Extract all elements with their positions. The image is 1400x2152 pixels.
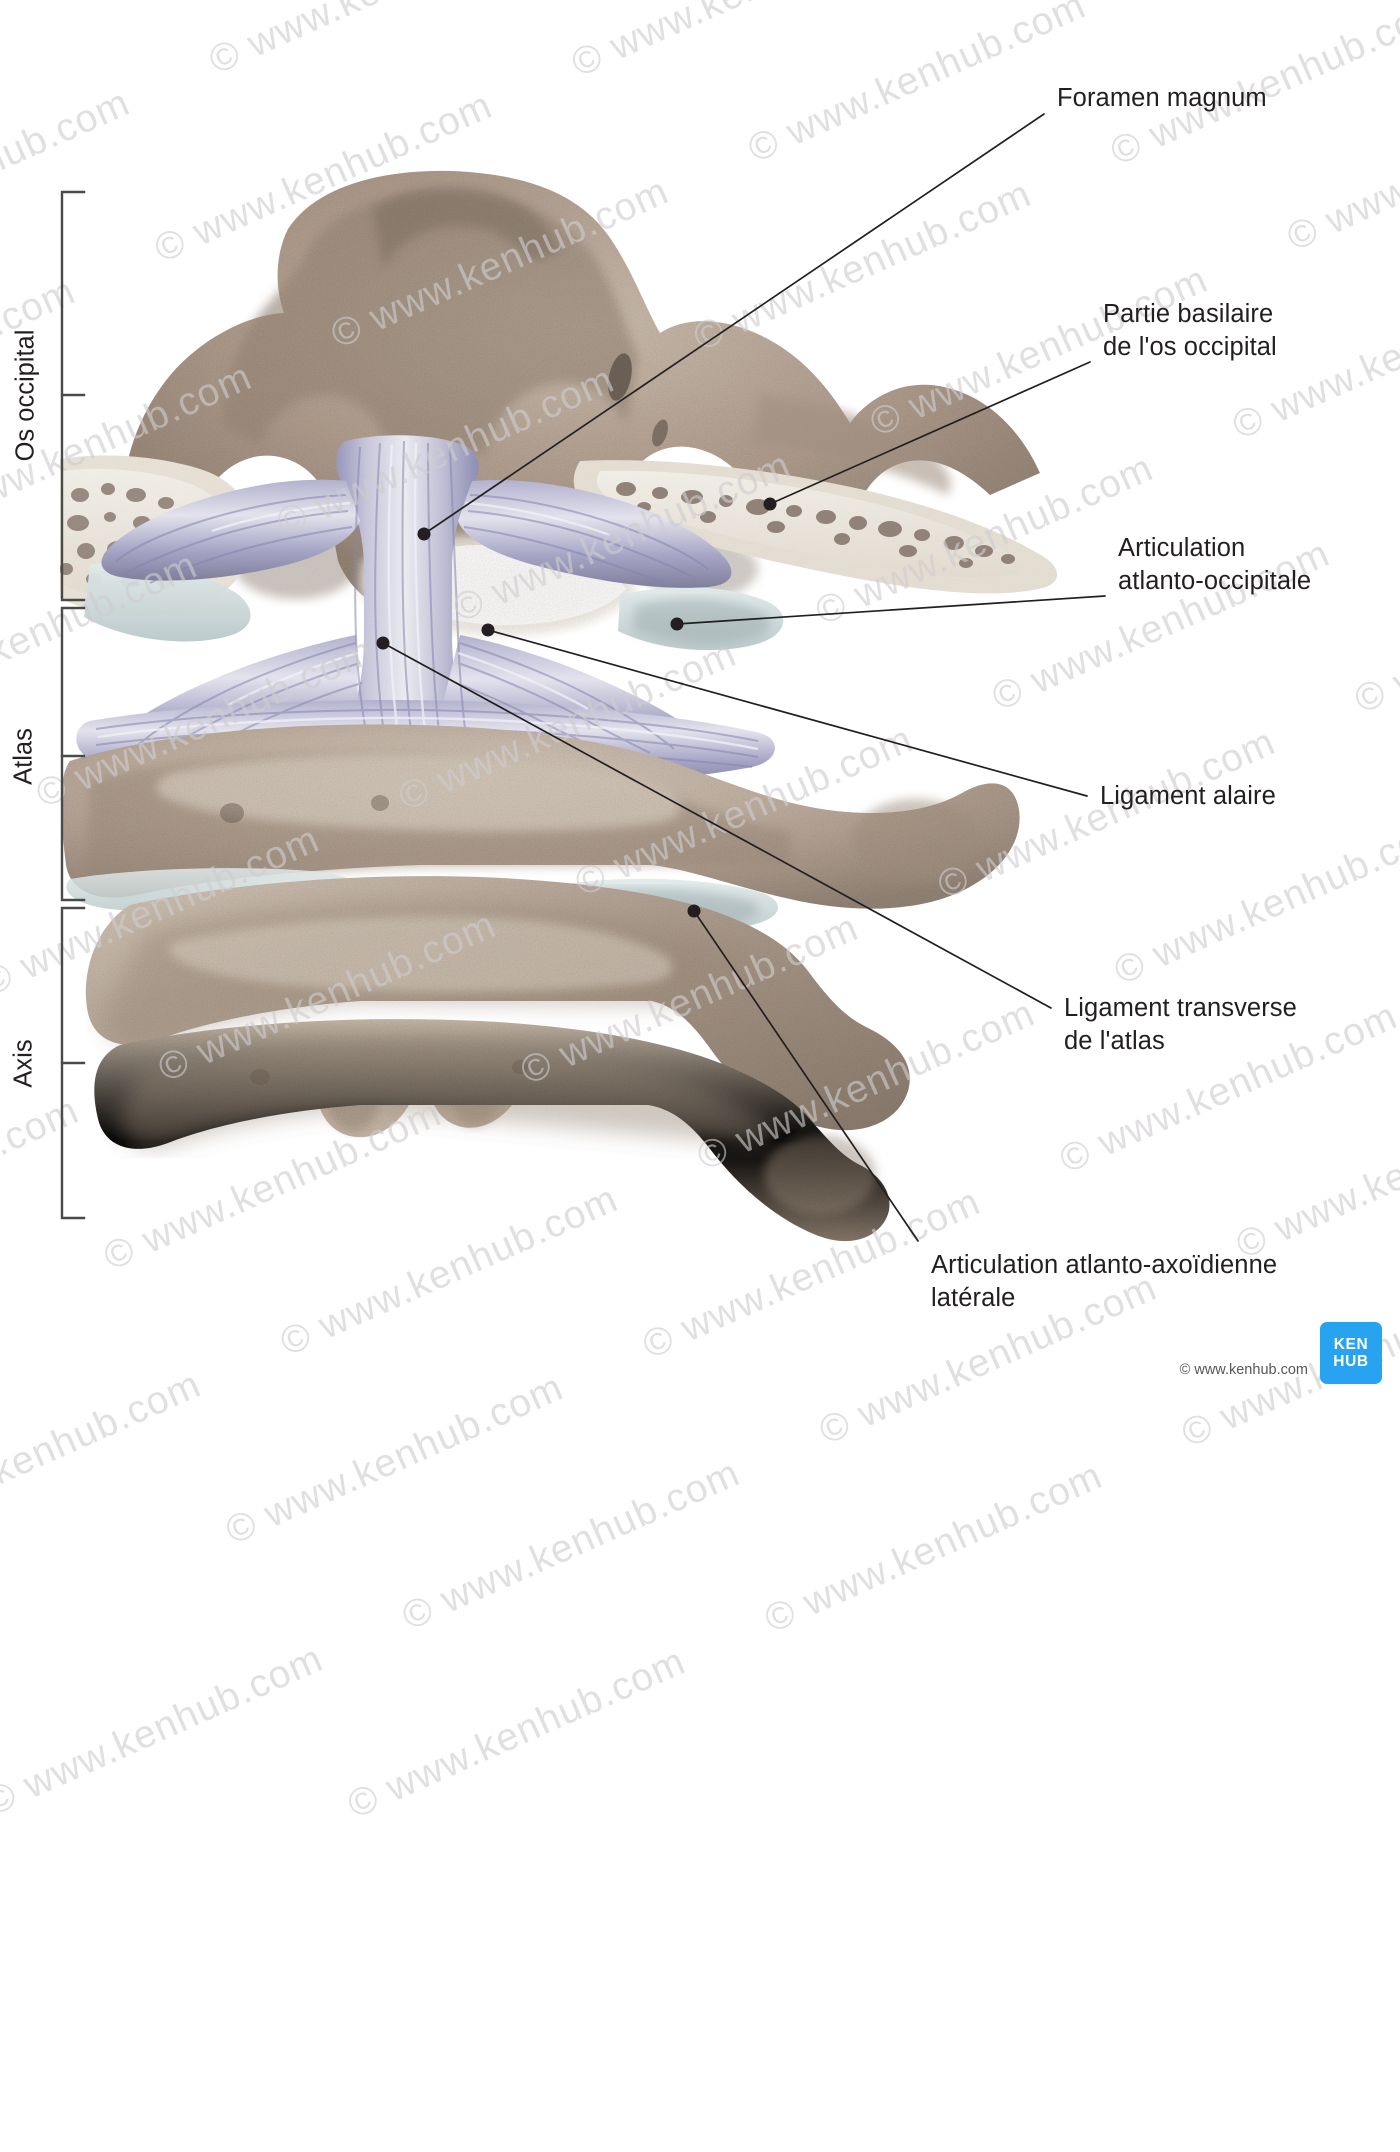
copyright-text: © www.kenhub.com [1179,1362,1308,1378]
label-ligament-transverse-atlas[interactable]: Ligament transverse de l'atlas [1064,994,1297,1055]
leader-ligament-alaire [487,629,1088,797]
leader-lines [60,113,1106,1242]
leader-dot-ligament-alaire [481,623,495,637]
label-ligament-alaire[interactable]: Ligament alaire [1100,782,1276,810]
illustration-canvas: © www.kenhub.com© www.kenhub.com© www.ke… [0,0,1400,1827]
bracket-label-axis[interactable]: Axis [9,1039,38,1088]
leader-dot-partie-basilaire [763,497,777,511]
atlas-vertebra [61,724,1020,909]
label-articulation-atlanto-occipitale[interactable]: Articulation atlanto-occipitale [1118,534,1312,595]
label-layer: Foramen magnum Partie basilaire de l'os … [931,84,1312,1312]
bracket-atlas [60,606,86,902]
right-petrous-temporal [573,395,1058,594]
kenhub-logo[interactable]: KEN HUB [1320,1322,1382,1384]
logo-line-ken: KEN [1333,1336,1369,1353]
leader-dot-articulation-atlanto-occipitale [670,617,684,631]
logo-line-hub: HUB [1333,1353,1369,1370]
leader-dot-foramen-magnum [417,527,431,541]
label-articulation-atlanto-axoidienne-laterale[interactable]: Articulation atlanto-axoïdienne latérale [931,1251,1278,1312]
anatomy-illustration [60,165,1060,1255]
leader-partie-basilaire [769,361,1091,505]
bracket-label-os-occipital[interactable]: Os occipital [11,329,40,462]
leader-dot-articulation-atlanto-axoidienne [687,904,701,918]
atlanto-occipital-joint-cartilage [84,562,784,651]
leader-dot-ligament-transverse [376,636,390,650]
bracket-label-atlas[interactable]: Atlas [9,728,38,785]
leader-articulation-atlanto-occipitale [676,595,1106,625]
leader-ligament-transverse [382,642,1052,1009]
label-partie-basilaire[interactable]: Partie basilaire de l'os occipital [1103,300,1277,361]
axis-vertebra [85,876,910,1242]
leader-articulation-atlanto-axoidienne [693,910,919,1242]
label-foramen-magnum[interactable]: Foramen magnum [1057,84,1267,112]
leader-foramen-magnum [423,113,1045,535]
